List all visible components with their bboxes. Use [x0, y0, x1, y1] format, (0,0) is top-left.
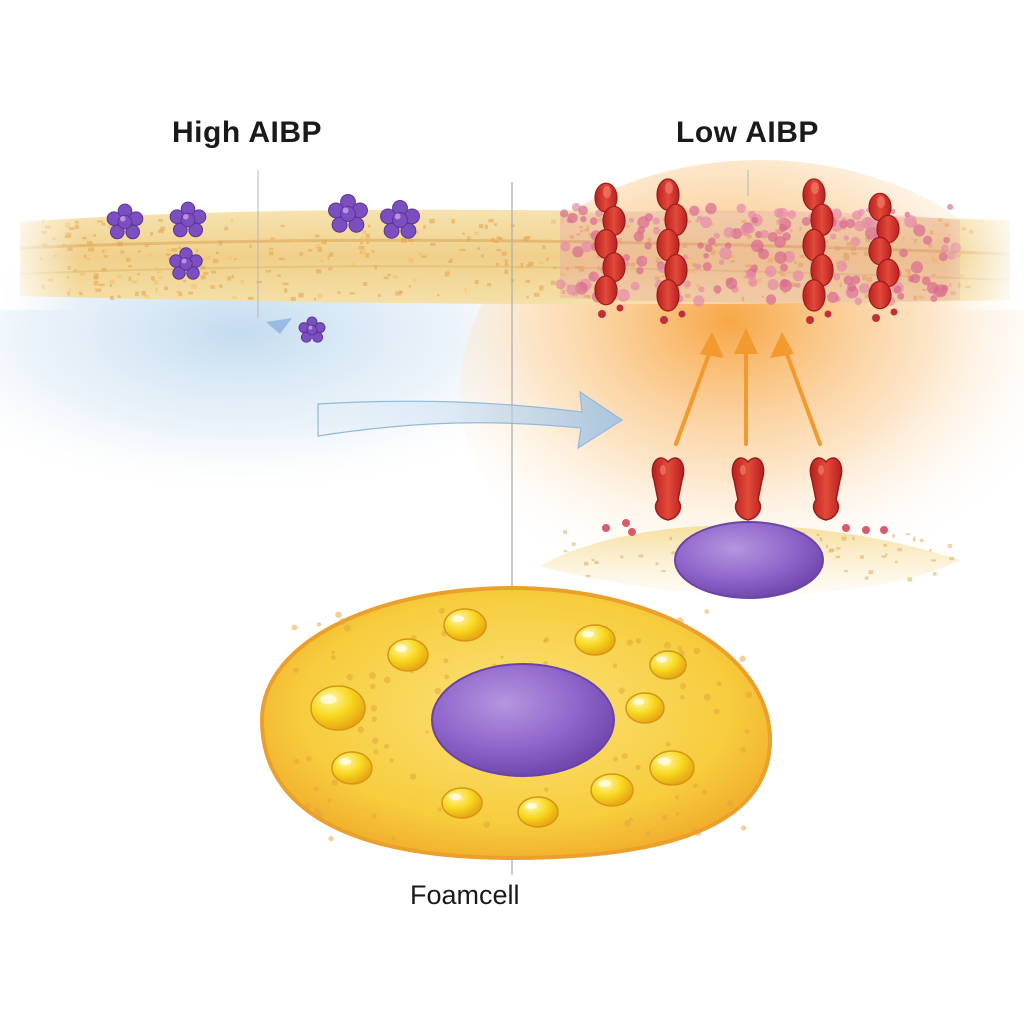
lipid-droplet-icon — [574, 624, 616, 656]
aibp-protein-cluster-icon — [328, 194, 368, 233]
lipid-droplet-icon — [649, 750, 695, 786]
lipid-droplet-icon — [441, 787, 483, 819]
lipid-droplet-icon — [517, 796, 559, 828]
lipid-droplet-icon — [310, 685, 366, 731]
aibp-released-icon — [266, 318, 292, 334]
aibp-protein-cluster-icon — [298, 316, 326, 343]
aibp-protein-clusters — [106, 194, 420, 343]
foam-cell-nucleus-icon — [431, 663, 615, 777]
macrophage-nucleus-icon — [674, 521, 824, 599]
lipid-droplet-icon — [625, 692, 665, 724]
lipid-droplet-icon — [443, 608, 487, 642]
foamcell-caption: Foamcell — [410, 880, 520, 910]
foam-cell — [259, 585, 773, 861]
tlr4-receptor-icon — [656, 178, 688, 324]
lipid-droplet-icon — [649, 650, 687, 680]
plasma-membrane — [0, 200, 1024, 310]
aibp-protein-cluster-icon — [380, 200, 420, 239]
tlr4-receptor-icon — [802, 178, 834, 324]
lipid-droplet-icon — [590, 773, 634, 807]
tlr4-membrane-receptors — [594, 178, 900, 324]
macrophage-membrane-patch — [540, 519, 960, 599]
high-aibp-title: High AIBP — [172, 116, 323, 149]
lipid-droplets — [310, 608, 695, 828]
tlr4-lower-receptors — [651, 457, 843, 521]
aibp-protein-cluster-icon — [169, 201, 207, 238]
lipid-droplet-icon — [387, 638, 429, 672]
tlr4-receptor-icon — [651, 457, 685, 521]
orange-signal-arrows — [674, 328, 822, 446]
tlr4-receptor-icon — [809, 457, 843, 521]
blue-migration-arrow — [317, 390, 624, 450]
lipid-droplet-icon — [331, 751, 373, 785]
tlr4-receptor-icon — [731, 457, 765, 521]
low-aibp-title: Low AIBP — [676, 116, 819, 149]
tlr4-receptor-icon — [594, 182, 626, 318]
tlr4-receptor-icon — [868, 192, 900, 322]
aibp-protein-cluster-icon — [106, 203, 144, 240]
aibp-protein-cluster-icon — [169, 247, 203, 280]
